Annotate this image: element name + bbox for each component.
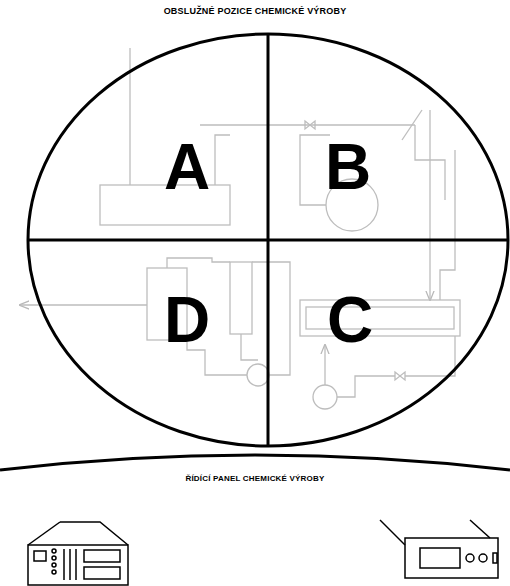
quadrant-position: D [158, 282, 217, 358]
faint-scheme [20, 48, 460, 409]
diagram-title: OBSLUŽNÉ POZICE CHEMICKÉ VÝROBY [0, 6, 510, 16]
quadrant-letter: D [164, 288, 210, 352]
quadrant-dividers [20, 20, 510, 460]
quadrant-letter: A [164, 135, 210, 199]
quadrant-position: A [158, 129, 217, 205]
panel-heading: ŘÍDÍCÍ PANEL CHEMICKÉ VÝROBY [0, 474, 510, 483]
panel-arc [0, 455, 510, 470]
quadrant-position: C [321, 282, 380, 358]
control-device-left [28, 522, 128, 585]
quadrant-letter: B [325, 135, 371, 199]
quadrant-position: B [319, 129, 378, 205]
quadrant-letter: C [327, 288, 373, 352]
production-ellipse [28, 34, 508, 446]
control-device-right [380, 520, 498, 578]
